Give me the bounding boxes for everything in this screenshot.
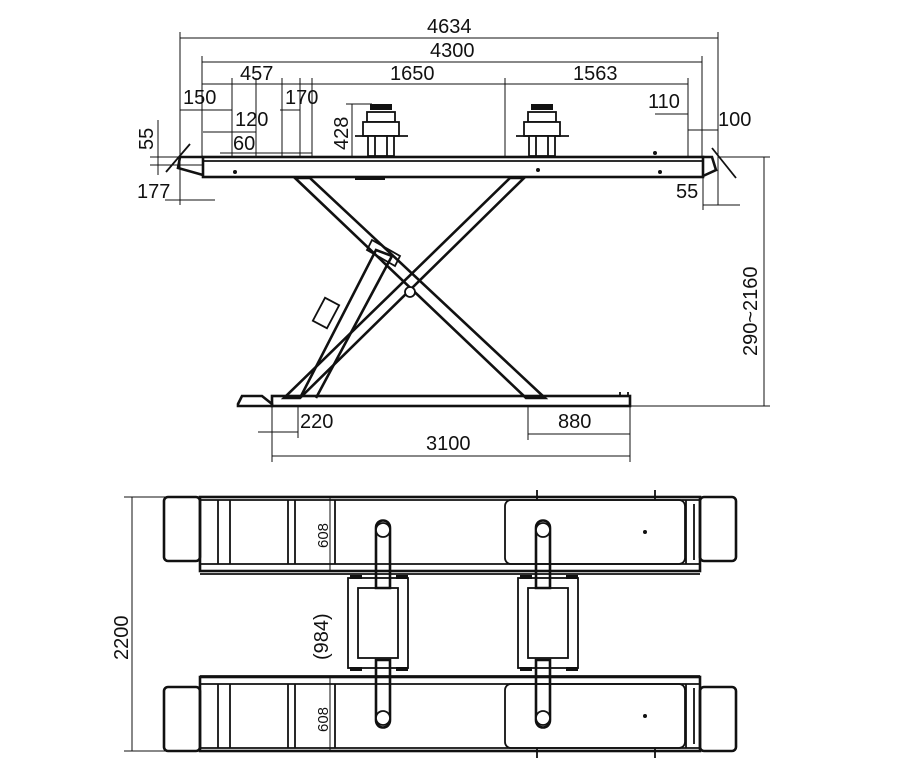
label-base-length: 3100 (426, 433, 471, 455)
top-platform-lower (162, 675, 738, 758)
right-ramp (702, 155, 718, 178)
label-overall-length: 4634 (427, 16, 472, 38)
side-dimensions (150, 32, 770, 462)
label-110: 110 (648, 91, 680, 113)
jack-left (355, 104, 408, 157)
label-457: 457 (240, 63, 273, 85)
label-177: 177 (137, 181, 170, 203)
top-dimension-labels: 2200 608 608 (984) (111, 523, 333, 732)
top-dimensions (124, 496, 331, 752)
label-220: 220 (300, 411, 333, 433)
label-1650: 1650 (390, 63, 435, 85)
side-view: 4634 4300 457 1650 1563 150 120 170 60 4… (136, 16, 770, 462)
label-1563: 1563 (573, 63, 618, 85)
scissor-mechanism (280, 176, 549, 400)
side-dimension-labels: 4634 4300 457 1650 1563 150 120 170 60 4… (136, 16, 762, 455)
label-center-gap: (984) (311, 613, 333, 660)
cross-beams (200, 573, 700, 677)
label-120: 120 (235, 109, 268, 131)
label-880: 880 (558, 411, 591, 433)
label-170: 170 (285, 87, 318, 109)
label-60: 60 (233, 133, 255, 155)
label-platform-width-top: 608 (315, 523, 332, 548)
label-100: 100 (718, 109, 751, 131)
top-platform-upper (162, 490, 738, 573)
label-428: 428 (331, 117, 353, 150)
label-150: 150 (183, 87, 216, 109)
label-platform-width-bottom: 608 (315, 707, 332, 732)
lift-platform (201, 155, 705, 179)
top-view: 2200 608 608 (984) (111, 490, 738, 758)
label-overall-width: 2200 (111, 616, 133, 661)
lift-base (236, 392, 632, 408)
label-height-range: 290~2160 (740, 266, 762, 356)
left-ramp (176, 155, 204, 177)
label-platform-length: 4300 (430, 40, 475, 62)
label-55-left: 55 (136, 128, 158, 150)
jack-arms (374, 519, 552, 729)
jack-right (516, 104, 569, 157)
label-55-right: 55 (676, 181, 698, 203)
